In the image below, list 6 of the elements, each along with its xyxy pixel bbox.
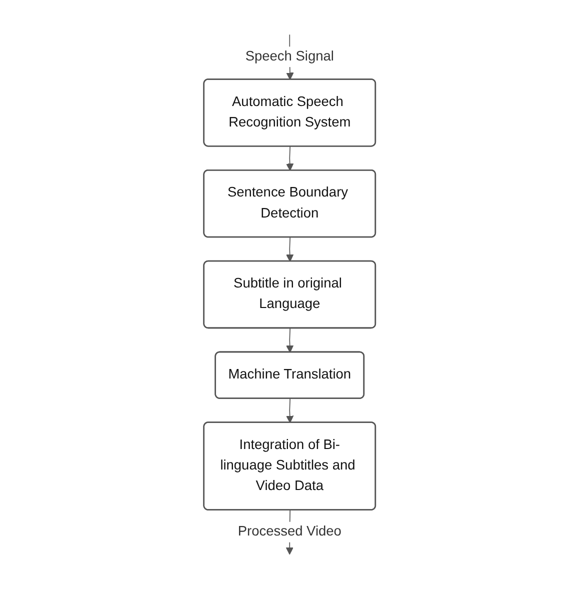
- arrow: [286, 398, 294, 424]
- arrow: [286, 328, 294, 353]
- arrow: [286, 146, 294, 171]
- edge-label: Processed Video: [238, 524, 342, 539]
- edge-label: Speech Signal: [245, 49, 334, 64]
- arrow: [286, 237, 294, 262]
